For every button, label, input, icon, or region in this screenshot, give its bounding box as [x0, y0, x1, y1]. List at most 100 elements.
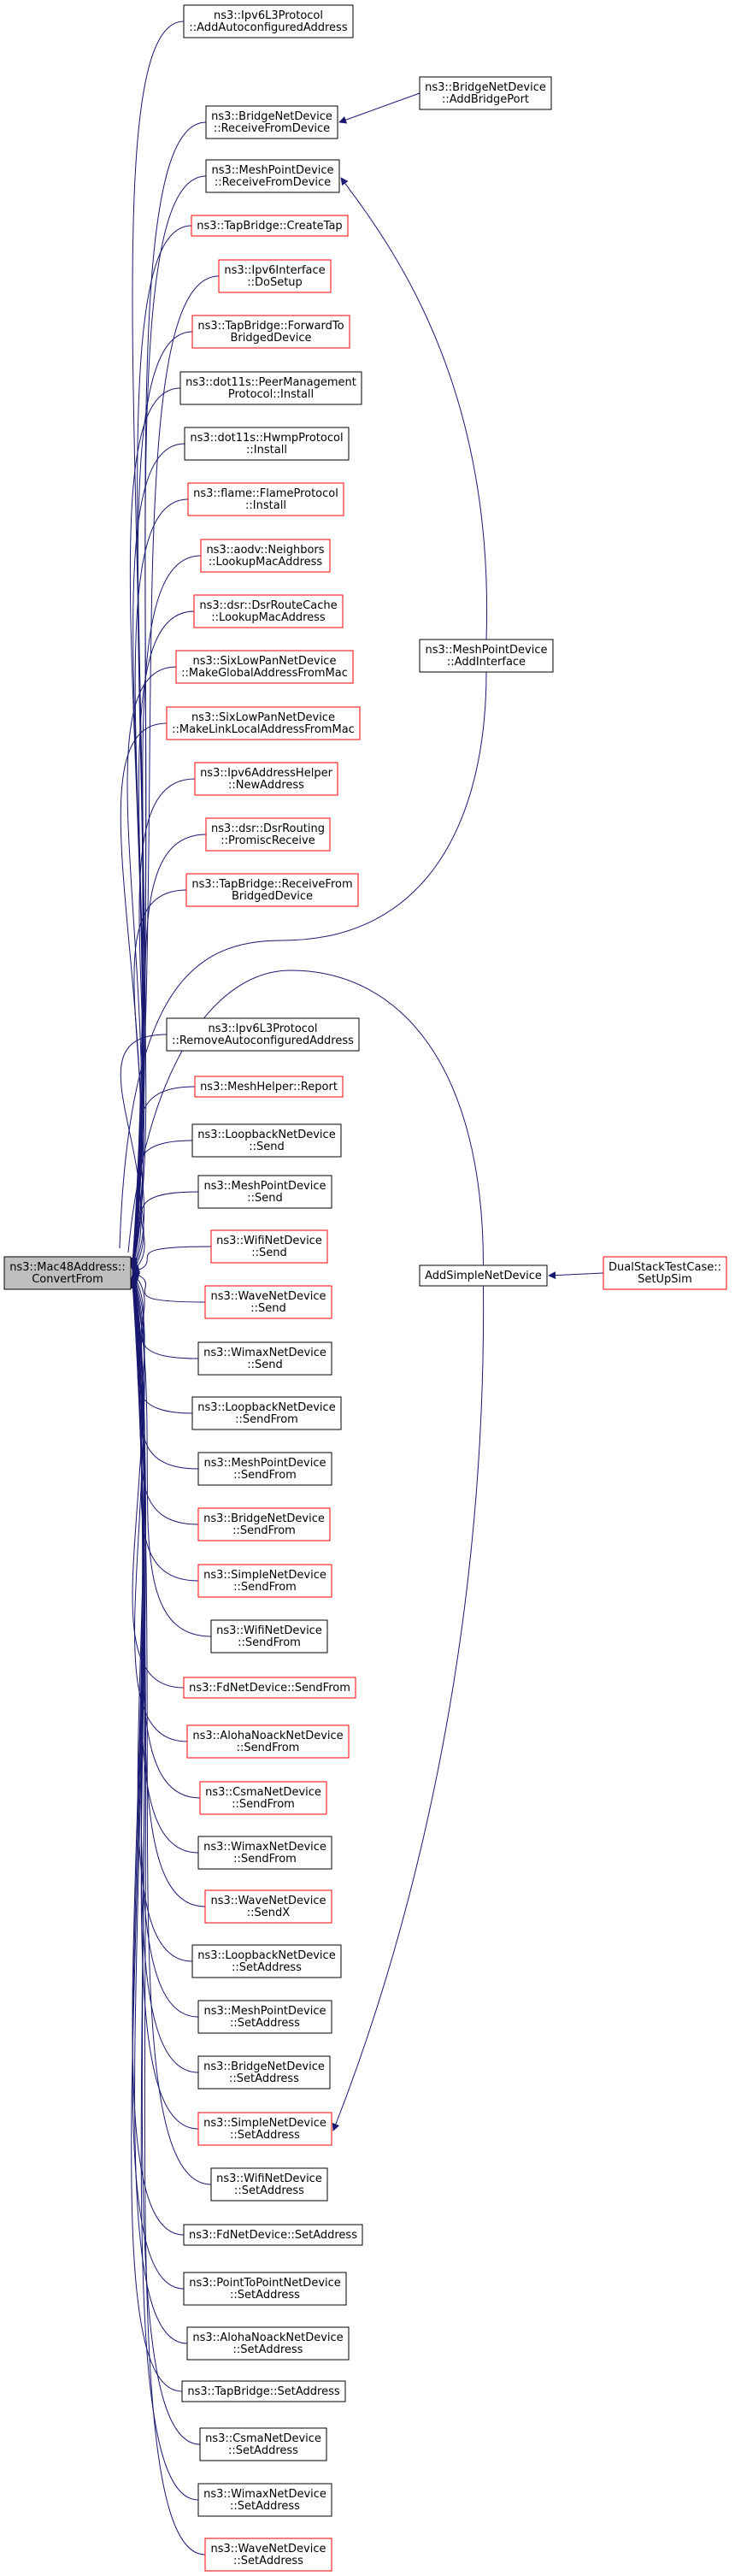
caller-node-n38[interactable]: ns3::WifiNetDevice::SetAddress	[210, 2167, 328, 2202]
caller-node-n44[interactable]: ns3::WimaxNetDevice::SetAddress	[197, 2483, 332, 2517]
caller-node-n29-box	[183, 1677, 356, 1699]
caller-node-n19-box	[191, 1123, 342, 1158]
edge-u1-to-n2	[338, 92, 420, 124]
caller-node-n45[interactable]: ns3::WaveNetDevice::SetAddress	[204, 2538, 332, 2572]
caller-node-n10-label-line: ns3::aodv::Neighbors	[206, 544, 324, 557]
caller-node-n41[interactable]: ns3::AlohaNoackNetDevice::SetAddress	[186, 2326, 350, 2361]
caller-node-n34-box	[191, 1944, 342, 1978]
caller-node-n23-box	[197, 1341, 332, 1376]
upstream-node-u4-box	[603, 1256, 727, 1290]
caller-node-n28-box	[210, 1619, 328, 1653]
caller-node-n15[interactable]: ns3::dsr::DsrRouting::PromiscReceive	[205, 817, 331, 852]
caller-node-n33[interactable]: ns3::WaveNetDevice::SendX	[204, 1889, 332, 1924]
caller-node-n12[interactable]: ns3::SixLowPanNetDevice::MakeGlobalAddre…	[175, 650, 354, 684]
caller-node-n34[interactable]: ns3::LoopbackNetDevice::SetAddress	[191, 1944, 342, 1978]
caller-node-n31[interactable]: ns3::CsmaNetDevice::SendFrom	[199, 1781, 327, 1815]
caller-node-n35[interactable]: ns3::MeshPointDevice::SetAddress	[197, 2000, 332, 2034]
caller-node-n23[interactable]: ns3::WimaxNetDevice::Send	[197, 1341, 332, 1376]
caller-node-n20[interactable]: ns3::MeshPointDevice::Send	[197, 1175, 332, 1209]
caller-node-n30[interactable]: ns3::AlohaNoackNetDevice::SendFrom	[186, 1724, 350, 1759]
nodes-layer: ns3::Mac48Address::ConvertFrom ns3::Ipv6L…	[3, 4, 727, 2572]
caller-node-n11-box	[193, 594, 344, 628]
caller-node-n21-box	[210, 1229, 328, 1264]
caller-node-n27-label-line: ::SendFrom	[233, 1581, 297, 1594]
caller-node-n7-label-line: ns3::dot11s::PeerManagement	[185, 376, 356, 389]
caller-node-n39-label-line: ns3::FdNetDevice::SetAddress	[189, 2229, 357, 2242]
caller-node-n32[interactable]: ns3::WimaxNetDevice::SendFrom	[197, 1836, 332, 1870]
caller-node-n3-label-line: ns3::MeshPointDevice	[211, 164, 333, 177]
caller-node-n18[interactable]: ns3::MeshHelper::Report	[194, 1076, 344, 1098]
caller-node-n30-box	[186, 1724, 350, 1759]
caller-node-n14[interactable]: ns3::Ipv6AddressHelper::NewAddress	[194, 762, 338, 796]
upstream-node-u3-box	[419, 1264, 548, 1287]
caller-node-n8[interactable]: ns3::dot11s::HwmpProtocol::Install	[184, 427, 350, 461]
caller-node-n21[interactable]: ns3::WifiNetDevice::Send	[210, 1229, 328, 1264]
upstream-node-u1[interactable]: ns3::BridgeNetDevice::AddBridgePort	[419, 76, 552, 110]
caller-node-n11-label-line: ns3::dsr::DsrRouteCache	[199, 599, 337, 612]
edge-n28-to-root	[130, 1274, 212, 1637]
edge-n16-to-root	[130, 889, 187, 1271]
edge-n38-to-root	[129, 1277, 212, 2185]
caller-node-n5-label-line: ns3::Ipv6Interface	[224, 264, 325, 277]
caller-node-n19[interactable]: ns3::LoopbackNetDevice::Send	[191, 1123, 342, 1158]
caller-node-n5[interactable]: ns3::Ipv6Interface::DoSetup	[218, 259, 332, 293]
caller-node-n21-label-line: ns3::WifiNetDevice	[216, 1235, 322, 1247]
caller-node-n10-box	[200, 539, 331, 573]
caller-node-n44-label-line: ::SetAddress	[230, 2500, 300, 2513]
caller-node-n39[interactable]: ns3::FdNetDevice::SetAddress	[183, 2224, 363, 2246]
caller-node-n38-label-line: ns3::WifiNetDevice	[216, 2172, 322, 2185]
upstream-node-u3[interactable]: AddSimpleNetDevice	[419, 1264, 548, 1287]
caller-node-n13[interactable]: ns3::SixLowPanNetDevice::MakeLinkLocalAd…	[166, 706, 361, 740]
root-node-mac48address-convertfrom[interactable]: ns3::Mac48Address::ConvertFrom	[3, 1256, 132, 1290]
caller-node-n10-label-line: ::LookupMacAddress	[209, 556, 323, 569]
caller-node-n39-box	[183, 2224, 363, 2246]
edge-n42-to-root	[129, 1279, 183, 2392]
caller-node-n24[interactable]: ns3::LoopbackNetDevice::SendFrom	[191, 1396, 342, 1430]
caller-node-n38-box	[210, 2167, 328, 2202]
caller-node-n3[interactable]: ns3::MeshPointDevice::ReceiveFromDevice	[205, 159, 340, 193]
caller-node-n37-box	[197, 2112, 332, 2146]
caller-node-n1[interactable]: ns3::Ipv6L3Protocol::AddAutoconfiguredAd…	[183, 4, 354, 38]
caller-node-n29[interactable]: ns3::FdNetDevice::SendFrom	[183, 1677, 356, 1699]
caller-node-n11[interactable]: ns3::dsr::DsrRouteCache::LookupMacAddres…	[193, 594, 344, 628]
caller-node-n22-label-line: ::Send	[250, 1302, 286, 1315]
upstream-node-u2-label-line: ns3::MeshPointDevice	[425, 644, 547, 657]
caller-node-n2[interactable]: ns3::BridgeNetDevice::ReceiveFromDevice	[205, 105, 338, 139]
caller-node-n9-label-line: ns3::flame::FlameProtocol	[193, 487, 338, 500]
caller-node-n43-box	[199, 2427, 327, 2461]
caller-node-n17-label-line: ns3::Ipv6L3Protocol	[209, 1023, 318, 1035]
caller-node-n43[interactable]: ns3::CsmaNetDevice::SetAddress	[199, 2427, 327, 2461]
caller-node-n10[interactable]: ns3::aodv::Neighbors::LookupMacAddress	[200, 539, 331, 573]
caller-node-n27[interactable]: ns3::SimpleNetDevice::SendFrom	[197, 1564, 332, 1598]
caller-node-n22[interactable]: ns3::WaveNetDevice::Send	[204, 1285, 332, 1319]
caller-node-n26[interactable]: ns3::BridgeNetDevice::SendFrom	[197, 1507, 331, 1541]
edge-u4-to-u3	[548, 1271, 604, 1280]
caller-node-n36[interactable]: ns3::BridgeNetDevice::SetAddress	[197, 2055, 331, 2090]
upstream-node-u4[interactable]: DualStackTestCase::SetUpSim	[603, 1256, 727, 1290]
upstream-node-u2[interactable]: ns3::MeshPointDevice::AddInterface	[419, 639, 554, 673]
caller-node-n2-label-line: ::ReceiveFromDevice	[214, 122, 330, 135]
edge-n1-to-root	[129, 21, 185, 1265]
caller-node-n11-label-line: ::LookupMacAddress	[211, 611, 326, 624]
caller-node-n12-label-line: ::MakeGlobalAddressFromMac	[181, 667, 348, 680]
caller-node-n4-label-line: ns3::TapBridge::CreateTap	[197, 220, 342, 233]
caller-node-n9[interactable]: ns3::flame::FlameProtocol::Install	[187, 482, 344, 516]
caller-node-n17[interactable]: ns3::Ipv6L3Protocol::RemoveAutoconfigure…	[166, 1017, 360, 1052]
root-node-mac48address-convertfrom-box	[3, 1256, 132, 1290]
caller-node-n8-label-line: ::Install	[246, 444, 287, 457]
caller-node-n40[interactable]: ns3::PointToPointNetDevice::SetAddress	[183, 2272, 347, 2306]
caller-node-n25-label-line: ::SendFrom	[233, 1469, 297, 1482]
caller-node-n25[interactable]: ns3::MeshPointDevice::SendFrom	[197, 1452, 332, 1486]
caller-node-n40-label-line: ::SetAddress	[230, 2289, 300, 2302]
caller-node-n7[interactable]: ns3::dot11s::PeerManagementProtocol::Ins…	[179, 371, 362, 405]
caller-node-n42[interactable]: ns3::TapBridge::SetAddress	[181, 2380, 346, 2402]
caller-node-n9-box	[187, 482, 344, 516]
caller-node-n4[interactable]: ns3::TapBridge::CreateTap	[191, 215, 349, 237]
caller-node-n17-box	[166, 1017, 360, 1052]
caller-node-n22-box	[204, 1285, 332, 1319]
caller-node-n45-label-line: ::SetAddress	[233, 2555, 303, 2567]
caller-node-n37[interactable]: ns3::SimpleNetDevice::SetAddress	[197, 2112, 332, 2146]
caller-node-n28[interactable]: ns3::WifiNetDevice::SendFrom	[210, 1619, 328, 1653]
